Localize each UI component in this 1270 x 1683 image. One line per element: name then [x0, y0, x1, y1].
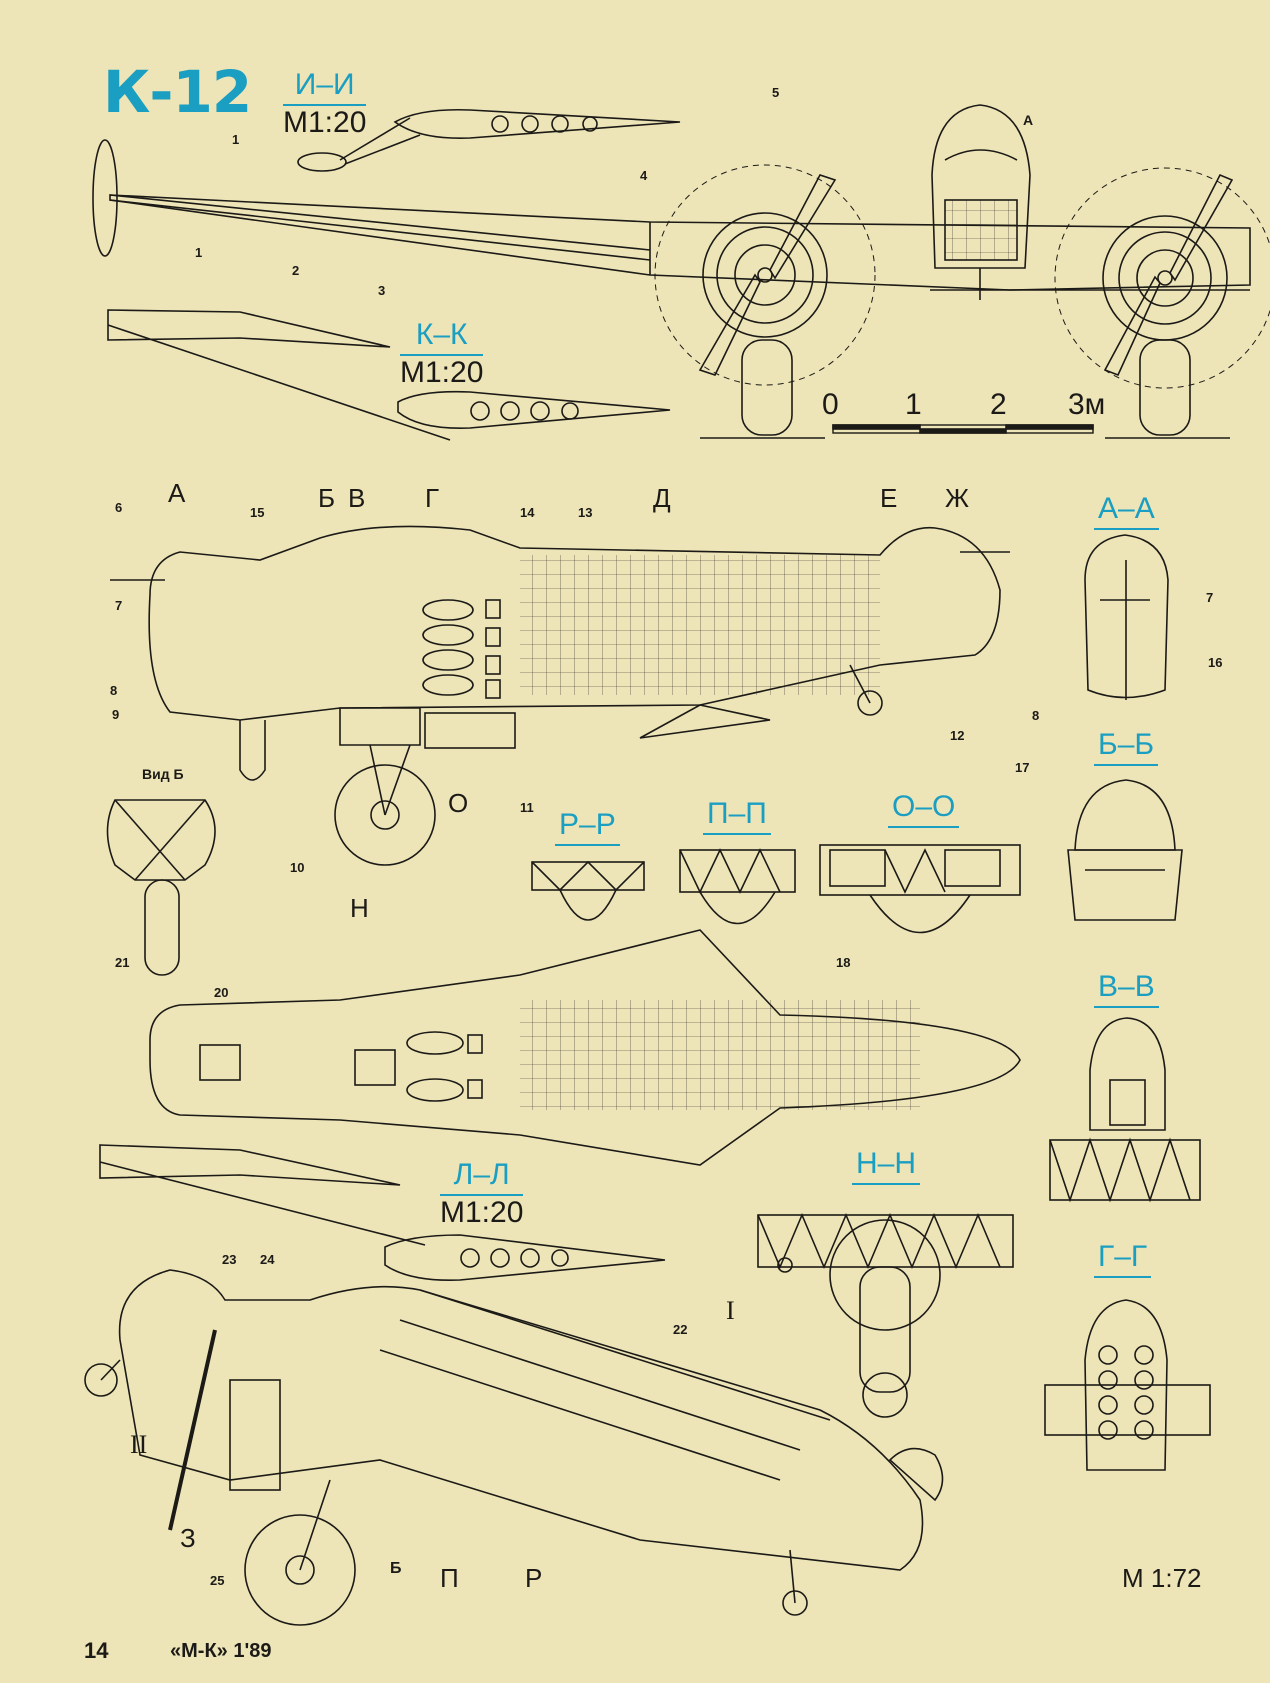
- callout-23: 23: [222, 1252, 237, 1267]
- scale-tick-0: 0: [822, 388, 839, 421]
- callout-7: 7: [1206, 590, 1214, 605]
- station-o: О: [448, 788, 469, 818]
- station-p: П: [440, 1563, 459, 1593]
- scale-bar: [832, 424, 1094, 434]
- section-rr: Р–Р: [555, 808, 620, 846]
- callout-6: 6: [115, 500, 123, 515]
- station-d: Д: [653, 483, 671, 513]
- callout-1: 1: [232, 132, 240, 147]
- fuselage-top-view: [149, 929, 1021, 1166]
- perspective-view: [84, 1269, 944, 1626]
- station-n: Н: [350, 893, 369, 923]
- callout-24: 24: [260, 1252, 275, 1267]
- section-aa: А–А: [1094, 492, 1159, 530]
- callout-14: 14: [520, 505, 535, 520]
- cockpit-front-view: [930, 104, 1250, 300]
- station-a: А: [168, 478, 186, 508]
- page-number: 14: [84, 1638, 109, 1663]
- station-v: В: [348, 483, 366, 513]
- callout-20: 20: [214, 985, 229, 1000]
- callout-18: 18: [836, 955, 851, 970]
- section-bb: Б–Б: [1094, 728, 1159, 766]
- callout-3: 3: [378, 283, 386, 298]
- journal-issue: «М-К» 1'89: [170, 1640, 272, 1662]
- page-title: К-12: [103, 58, 252, 126]
- scale-tick-3: 3м: [1068, 388, 1106, 421]
- fuselage-side-view: [110, 525, 1010, 866]
- view-b: [106, 799, 216, 976]
- section-kk: К–К М1:20: [400, 318, 484, 389]
- callout-8: 8: [1032, 708, 1040, 723]
- station-r: Р: [525, 1563, 543, 1593]
- aileron-section-ii: [297, 108, 681, 172]
- arrow-b-label: Б: [390, 1560, 402, 1577]
- scale-tick-2: 2: [990, 388, 1007, 421]
- station-zh: Ж: [945, 483, 970, 513]
- section-aa-drawing: [1084, 534, 1169, 700]
- callout-2: 2: [292, 263, 300, 278]
- section-nn: Н–Н: [852, 1147, 921, 1185]
- wing-top-view: [92, 139, 1251, 291]
- callout-4: 4: [640, 168, 648, 183]
- callout-12: 12: [950, 728, 965, 743]
- callout-15: 15: [250, 505, 265, 520]
- section-pp: П–П: [703, 797, 771, 835]
- section-gg: Г–Г: [1094, 1240, 1152, 1278]
- engine-front-right: [1054, 167, 1270, 439]
- section-oo: О–О: [888, 790, 960, 828]
- callout-25: 25: [210, 1573, 225, 1588]
- station-g: Г: [425, 483, 440, 513]
- callout-5: 5: [772, 85, 780, 100]
- section-bb-drawing: [1067, 779, 1183, 921]
- callout-7: 7: [115, 598, 123, 613]
- callout-1: 1: [195, 245, 203, 260]
- station-b: Б: [318, 483, 336, 513]
- section-ll: Л–Л М1:20: [440, 1158, 524, 1229]
- callout-10: 10: [290, 860, 305, 875]
- section-vv-drawing: [1049, 1017, 1201, 1203]
- strut-kk: [107, 309, 671, 441]
- scale-tick-1: 1: [905, 388, 922, 421]
- callout-8: 8: [110, 683, 118, 698]
- strut-ll: [99, 1144, 666, 1282]
- section-pp-drawing: [679, 848, 796, 925]
- station-e: Е: [880, 483, 898, 513]
- callout-13: 13: [578, 505, 593, 520]
- station-z: З: [180, 1523, 196, 1553]
- arrow-a-label: А: [1023, 112, 1034, 128]
- section-nn-drawing: [757, 1212, 1014, 1418]
- callout-17: 17: [1015, 760, 1030, 775]
- detail-I: I: [726, 1296, 735, 1325]
- section-gg-drawing: [1044, 1299, 1211, 1471]
- engine-front-left: [654, 164, 876, 439]
- callout-16: 16: [1208, 655, 1223, 670]
- view-b-label: Вид Б: [142, 766, 184, 782]
- callout-9: 9: [112, 707, 120, 722]
- section-rr-drawing: [531, 860, 645, 921]
- callout-11: 11: [520, 800, 534, 815]
- main-scale: М 1:72: [1122, 1563, 1202, 1593]
- section-ii: И–И М1:20: [283, 68, 367, 139]
- section-vv: В–В: [1094, 970, 1159, 1008]
- callout-22: 22: [673, 1322, 688, 1337]
- section-oo-drawing: [819, 844, 1021, 934]
- callout-21: 21: [115, 955, 130, 970]
